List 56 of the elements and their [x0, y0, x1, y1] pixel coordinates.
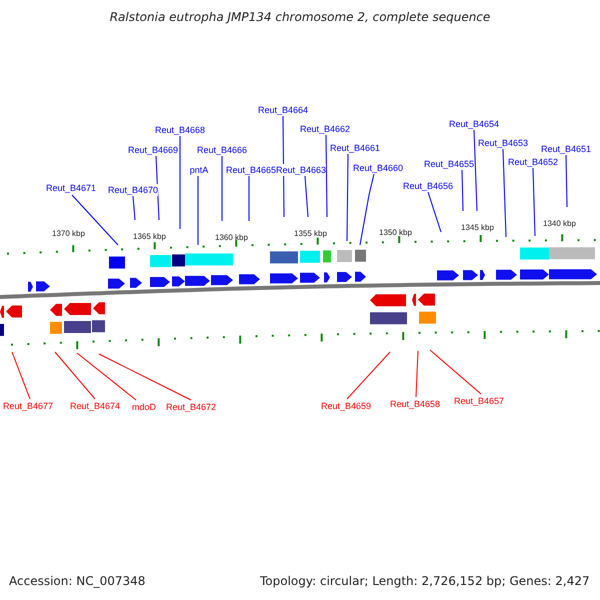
gene-label: Reut_B4658 [390, 398, 440, 410]
leader-line [132, 196, 136, 220]
footer-text: Topology: circular; Length: 2,726,152 bp; Genes: 2,427 [260, 575, 590, 587]
leader-line [72, 194, 118, 246]
gene-label: Reut_B4674 [70, 400, 120, 412]
leader-line [360, 174, 374, 246]
leader-line [502, 148, 506, 238]
scale-label: 1345 kbp [461, 222, 494, 234]
gene-label: Reut_B4661 [330, 142, 380, 154]
gene-label: Reut_B4668 [154, 124, 206, 136]
leader-line [326, 134, 328, 218]
gene-label: mdoD [132, 401, 156, 413]
gene-label: Reut_B4653 [478, 137, 528, 149]
gene-label: Reut_B4671 [46, 182, 96, 194]
scale-label: 1355 kbp [294, 228, 327, 240]
leader-line [248, 176, 250, 222]
leader-line [12, 352, 30, 400]
gene-label: pntA [190, 164, 208, 176]
leader-line [428, 192, 442, 232]
leader-line [346, 352, 390, 400]
gene-label: Reut_B4677 [2, 400, 54, 412]
title: Ralstonia eutropha JMP134 chromosome 2, complete sequence [108, 11, 492, 23]
scale-label: 1360 kbp [215, 232, 248, 244]
leader-line [462, 170, 464, 212]
leader-line [532, 168, 536, 236]
leader-line [282, 116, 284, 218]
gene-label: Reut_B4660 [352, 162, 404, 174]
scale-label: 1365 kbp [133, 231, 166, 243]
gene-label: Reut_B4666 [196, 144, 248, 156]
scale-label: 1350 kbp [379, 227, 412, 239]
leader-line [54, 352, 96, 400]
leader-line [98, 354, 192, 400]
leader-line [304, 176, 308, 218]
leader-line [566, 154, 568, 208]
gene-label: Reut_B4670 [108, 184, 158, 196]
gene-label: Reut_B4662 [300, 123, 350, 135]
leader-line [474, 130, 478, 212]
gene-label: Reut_B4665 [226, 164, 276, 176]
leader-line [76, 352, 136, 400]
gene-label: Reut_B4659 [320, 400, 372, 412]
gene-label: Reut_B4669 [128, 144, 178, 156]
gene-label: Reut_B4663 [276, 164, 326, 176]
gene-label: Reut_B4657 [454, 395, 504, 407]
scale-label: 1370 kbp [52, 228, 85, 240]
gene-label: Reut_B4655 [424, 158, 474, 170]
gene-label: Reut_B4651 [540, 143, 592, 155]
footer-text: Accession: NC_007348 [9, 575, 146, 587]
gene-label: Reut_B4672 [166, 401, 216, 413]
scale-label: 1340 kbp [543, 218, 576, 230]
gene-label: Reut_B4652 [508, 156, 558, 168]
leader-line [416, 350, 418, 398]
leader-line [430, 350, 482, 394]
leader-line [346, 154, 348, 242]
gene-label: Reut_B4656 [402, 180, 454, 192]
gene-label: Reut_B4664 [258, 104, 308, 116]
gene-label: Reut_B4654 [448, 118, 500, 130]
